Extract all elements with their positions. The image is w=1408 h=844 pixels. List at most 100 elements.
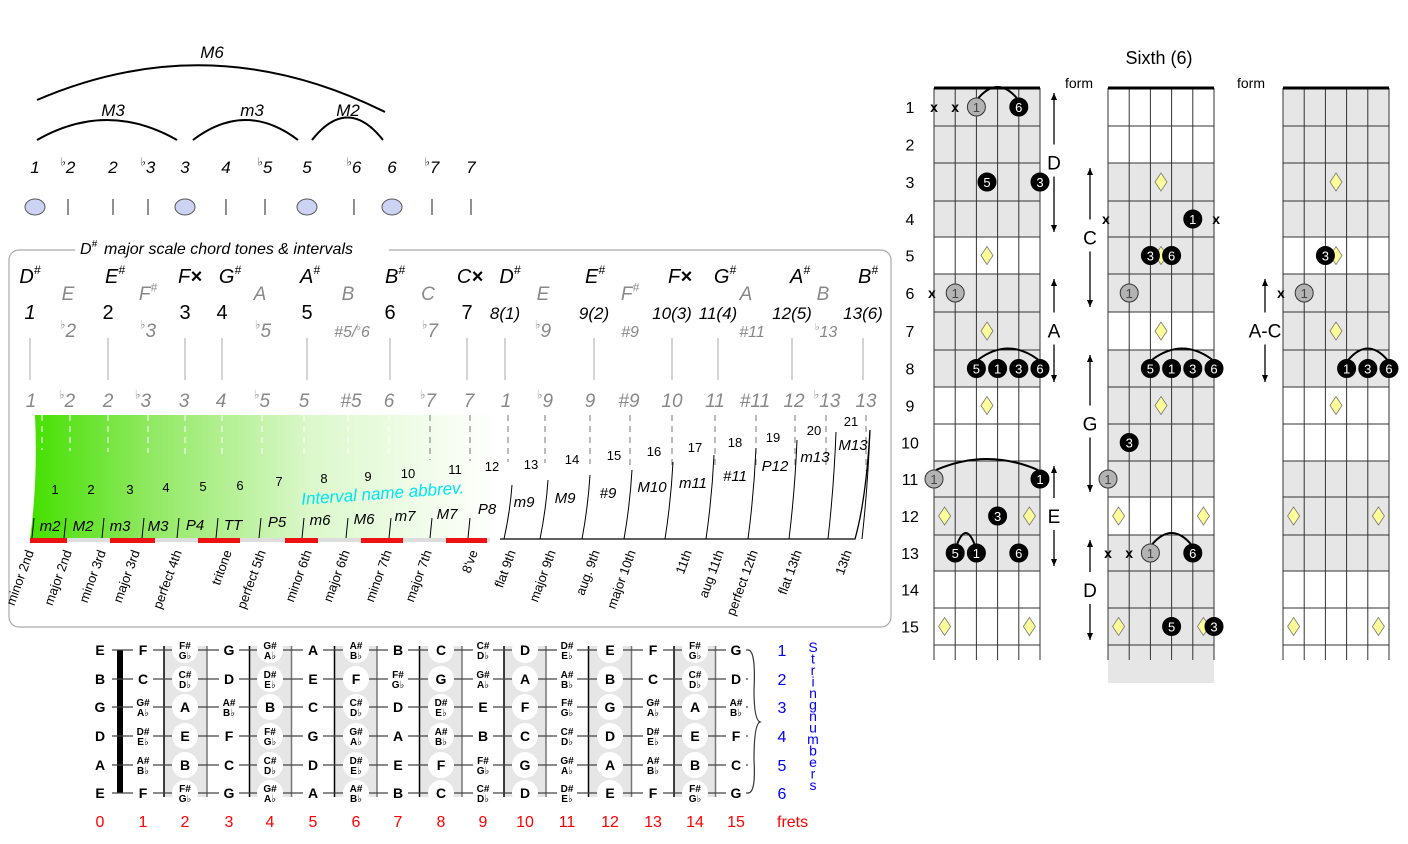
interval-bar-segment — [30, 538, 67, 543]
chord-tone-dot — [977, 172, 997, 192]
string-number: 2 — [778, 672, 787, 689]
fret-note-sharp: F# — [561, 698, 573, 709]
fret-note: G — [308, 728, 319, 744]
fret-note: A — [180, 699, 190, 715]
note-bg — [172, 723, 198, 749]
chord-tone-dot — [988, 359, 1008, 378]
fret-note-flat: E♭ — [435, 708, 447, 719]
note-bg — [597, 723, 623, 749]
scale-degree: 1 — [24, 302, 35, 324]
chord-tone-dot — [1162, 617, 1182, 636]
muted-string-icon: x — [930, 99, 938, 115]
fret-note-flat: A♭ — [137, 708, 149, 719]
fret-note-sharp: C# — [477, 641, 490, 652]
inlay-diamond-icon — [1112, 616, 1126, 637]
note-bg — [343, 666, 369, 692]
note-bg — [172, 752, 198, 778]
muted-string-icon: x — [1212, 211, 1220, 227]
scale-degree: 4 — [216, 302, 227, 324]
note-bg — [303, 669, 323, 689]
string-number: 1 — [778, 643, 787, 660]
interval-separator — [101, 517, 105, 539]
note-bg — [597, 780, 623, 806]
muted-string-icon: x — [928, 285, 936, 301]
fret-note-sharp: G# — [349, 727, 363, 738]
interval-arc — [36, 64, 386, 113]
scale-degree: 11(4) — [699, 304, 737, 323]
fret-note-sharp: A# — [350, 784, 363, 795]
fret-note: E — [478, 699, 487, 715]
note-bg — [682, 637, 708, 663]
root-dot — [924, 469, 944, 489]
fret-note-flat: D♭ — [264, 766, 276, 777]
scale-note: C× — [457, 266, 483, 288]
note-bg — [473, 669, 493, 689]
chart-title: Sixth (6) — [1125, 48, 1192, 68]
interval-bar-segment — [110, 538, 155, 543]
fret-note-flat: D♭ — [689, 680, 701, 691]
fret-note-flat: E♭ — [561, 651, 573, 662]
panel-border — [8, 249, 892, 628]
interval-degree: ♭3 — [135, 387, 152, 412]
fret-note-flat: A♭ — [561, 766, 573, 777]
note-bg — [219, 697, 239, 717]
fret-note: E — [180, 728, 189, 744]
barre-arc — [977, 347, 1039, 361]
scale-degree-label: 1 — [30, 158, 39, 177]
fret-note-sharp: A# — [561, 670, 574, 681]
note-bg — [726, 783, 746, 803]
interval-semitones: 16 — [647, 444, 661, 459]
fret-note-flat: G♭ — [689, 794, 702, 805]
passing-note: E — [62, 284, 75, 305]
note-bg — [512, 752, 538, 778]
fret-note-flat: B♭ — [350, 651, 362, 662]
root-dot — [966, 97, 986, 117]
scale-degree-label: ♭7 — [425, 156, 440, 177]
fret-note-flat: A♭ — [350, 737, 362, 748]
interval-name: aug. 9th — [573, 548, 603, 597]
chord-tone-dot — [1183, 359, 1203, 378]
finger-degree-label: 6 — [1015, 100, 1022, 115]
interval-degree: ♭13 — [814, 387, 841, 412]
chord-tone-dot — [1337, 359, 1357, 378]
note-bg — [512, 694, 538, 720]
barre-arc — [977, 86, 1018, 99]
form-letter: G — [1083, 415, 1098, 436]
note-bg — [643, 726, 663, 746]
fret-number: 4 — [266, 814, 275, 831]
chord-tone-dot — [966, 359, 986, 378]
interval-semitones: 2 — [87, 482, 94, 497]
chord-tone-dot — [1315, 246, 1335, 265]
interval-separator — [258, 517, 262, 539]
interval-name: perfect 5th — [234, 548, 269, 611]
interval-name: minor 6th — [282, 548, 315, 604]
inlay-diamond-icon — [1196, 506, 1210, 526]
fret-note-flat: B♭ — [647, 766, 659, 777]
inlay-diamond-icon — [1154, 172, 1168, 192]
interval-separator — [63, 517, 67, 539]
fret-note-flat: G♭ — [179, 794, 192, 805]
interval-abbr: M7 — [437, 506, 458, 523]
note-bg — [303, 726, 323, 746]
barre-arc — [1151, 347, 1213, 361]
frets-label: frets — [777, 814, 808, 831]
interval-semitones: 4 — [162, 480, 169, 495]
chart-fret-number: 4 — [906, 212, 915, 229]
fret-note: B — [393, 785, 403, 801]
fret-note-sharp: C# — [179, 670, 192, 681]
scale-degree-label: 2 — [107, 158, 118, 177]
fret-note: C — [520, 728, 530, 744]
note-bg — [257, 752, 283, 778]
fret-note: E — [95, 642, 104, 658]
inlay-diamond-icon — [980, 245, 994, 266]
form-letter: A — [1048, 322, 1061, 343]
fret-note-sharp: F# — [477, 756, 489, 767]
fret-note-flat: B♭ — [223, 708, 235, 719]
note-bg — [343, 694, 369, 720]
panel-title-root: D# — [80, 239, 98, 258]
interval-degree: #9 — [618, 391, 640, 412]
scale-degree: 13(6) — [843, 304, 883, 323]
interval-degree: 9 — [585, 391, 596, 412]
fret-note: C — [436, 642, 446, 658]
